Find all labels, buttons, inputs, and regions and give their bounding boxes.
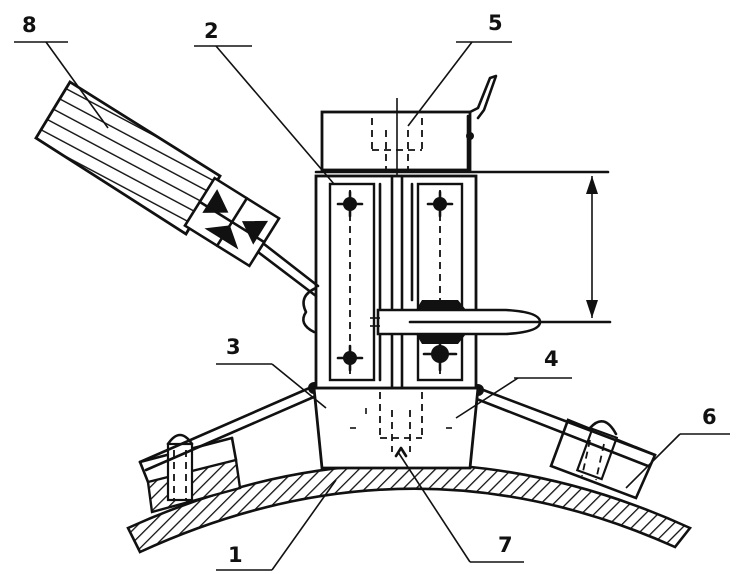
cap-handle bbox=[468, 74, 498, 120]
label-4: 4 bbox=[544, 347, 559, 371]
curved-workpiece bbox=[126, 462, 693, 554]
callout-8: 8 bbox=[14, 13, 109, 129]
callout-5: 5 bbox=[407, 11, 512, 127]
callout-4: 4 bbox=[455, 347, 572, 419]
label-5: 5 bbox=[488, 11, 503, 35]
label-6: 6 bbox=[702, 405, 717, 429]
base-block bbox=[312, 386, 480, 470]
screw-top-right bbox=[426, 190, 454, 218]
label-2: 2 bbox=[204, 19, 219, 43]
drive-motor bbox=[34, 80, 320, 298]
label-8: 8 bbox=[22, 13, 37, 37]
dimension-line bbox=[586, 176, 598, 318]
label-3: 3 bbox=[226, 335, 241, 359]
label-7: 7 bbox=[498, 533, 513, 557]
callout-3: 3 bbox=[216, 335, 327, 409]
spindle bbox=[370, 300, 612, 344]
callout-2: 2 bbox=[194, 19, 335, 185]
screw-top-left bbox=[336, 190, 364, 218]
callout-7: 7 bbox=[397, 451, 524, 563]
side-clip bbox=[302, 286, 318, 334]
label-1: 1 bbox=[228, 543, 243, 567]
top-cap bbox=[314, 74, 610, 176]
main-body bbox=[302, 174, 478, 390]
callout-1: 1 bbox=[216, 479, 337, 571]
left-foot bbox=[138, 433, 242, 514]
callout-6: 6 bbox=[625, 405, 730, 489]
screw-bottom-left bbox=[336, 344, 364, 372]
